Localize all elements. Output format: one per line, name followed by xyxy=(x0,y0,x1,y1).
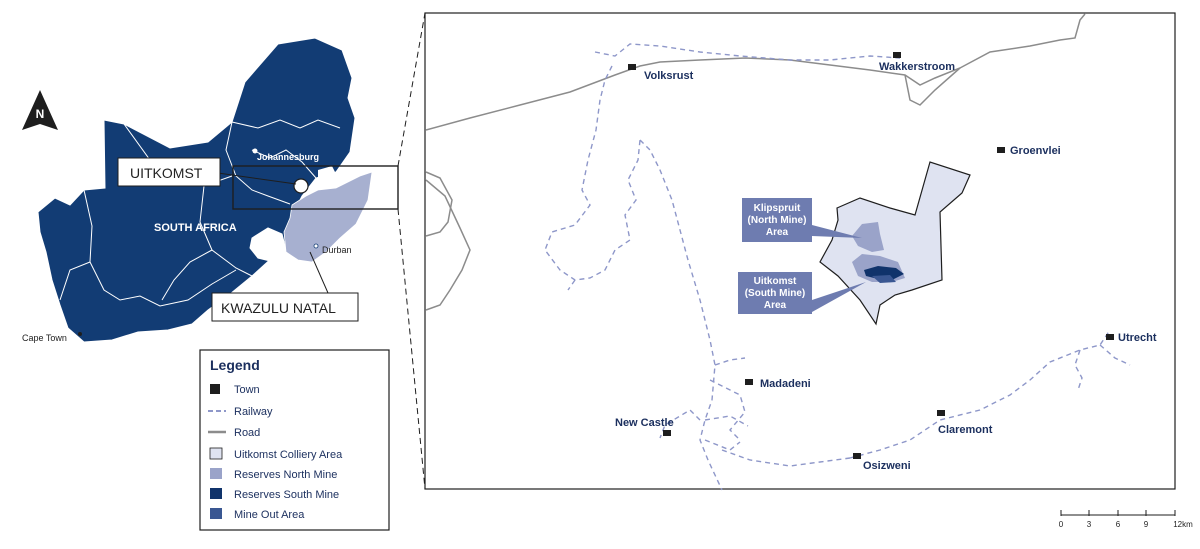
legend-title: Legend xyxy=(210,357,260,373)
johannesburg-label: Johannesburg xyxy=(257,152,319,162)
kwazulu-natal-shape xyxy=(283,171,373,263)
legend-colliery-symbol xyxy=(209,447,223,460)
claremont-marker xyxy=(937,410,945,416)
klipspruit-label-3: Area xyxy=(766,227,789,238)
uitkomst-label-3: Area xyxy=(764,300,787,311)
new-castle-marker xyxy=(663,430,671,436)
legend-box xyxy=(199,349,390,531)
uitkomst-label-2: (South Mine) xyxy=(745,288,806,299)
detail-map-frame xyxy=(424,12,1176,490)
legend-south-mine-label: Reserves South Mine xyxy=(234,489,339,501)
kzn-callout-box xyxy=(211,292,359,322)
scale-label-9: 9 xyxy=(1144,520,1149,529)
zoom-line-top xyxy=(397,12,426,167)
new-castle-label: New Castle xyxy=(615,417,674,429)
colliery-area xyxy=(819,161,971,326)
railways xyxy=(544,43,1131,491)
north-arrow-label: N xyxy=(36,107,45,121)
wakkerstroom-label: Wakkerstroom xyxy=(879,61,955,73)
uitkomst-locator-box xyxy=(232,165,399,210)
osizweni-marker xyxy=(853,453,861,459)
durban-label: Durban xyxy=(322,245,352,255)
uitkomst-label-pointer xyxy=(812,282,866,312)
mine-out-area xyxy=(872,275,896,283)
scale-label-12: 12km xyxy=(1173,520,1193,529)
klipspruit-label-box xyxy=(742,198,812,242)
klipspruit-label-2: (North Mine) xyxy=(748,215,807,226)
north-arrow-icon: N xyxy=(22,90,58,130)
kzn-leader-line xyxy=(309,251,329,294)
legend-town-label: Town xyxy=(234,384,260,396)
uitkomst-label-box xyxy=(738,272,812,314)
uitkomst-leader-line xyxy=(210,171,297,185)
groenvlei-marker xyxy=(997,147,1005,153)
cape-town-dot xyxy=(78,332,82,336)
legend-north-mine-symbol xyxy=(210,468,222,479)
province-boundaries xyxy=(59,119,341,307)
legend-colliery-label: Uitkomst Colliery Area xyxy=(234,449,343,461)
madadeni-marker xyxy=(745,379,753,385)
groenvlei-label: Groenvlei xyxy=(1010,145,1061,157)
madadeni-label: Madadeni xyxy=(760,378,811,390)
uitkomst-label-1: Uitkomst xyxy=(754,276,797,287)
legend-railway-label: Railway xyxy=(234,406,273,418)
volksrust-marker xyxy=(628,64,636,70)
claremont-label: Claremont xyxy=(938,424,993,436)
scale-label-0: 0 xyxy=(1059,520,1064,529)
legend: Legend Town Railway Road Uitkomst Collie… xyxy=(199,349,390,531)
towns: Volksrust Wakkerstroom Groenvlei Utrecht… xyxy=(615,52,1157,472)
uitkomst-callout-box xyxy=(117,157,221,187)
uitkomst-callout-label: UITKOMST xyxy=(130,165,203,181)
scale-label-3: 3 xyxy=(1087,520,1092,529)
osizweni-label: Osizweni xyxy=(863,460,911,472)
utrecht-label: Utrecht xyxy=(1118,332,1157,344)
legend-mine-out-symbol xyxy=(210,508,222,519)
north-mine-reserves xyxy=(852,222,884,252)
lesotho-shape xyxy=(249,227,287,263)
legend-town-symbol xyxy=(210,384,220,394)
kzn-callout-label: KWAZULU NATAL xyxy=(221,300,336,316)
volksrust-label: Volksrust xyxy=(644,70,694,82)
klipspruit-label-1: Klipspruit xyxy=(754,203,801,214)
uitkomst-locator-circle xyxy=(293,178,309,194)
legend-mine-out-label: Mine Out Area xyxy=(234,509,305,521)
eswatini-shape xyxy=(318,166,338,190)
scale-label-6: 6 xyxy=(1116,520,1121,529)
scale-bar: 0 3 6 9 12km xyxy=(1059,510,1193,529)
legend-road-label: Road xyxy=(234,427,260,439)
cape-town-label: Cape Town xyxy=(22,333,67,343)
legend-south-mine-symbol xyxy=(210,488,222,499)
wakkerstroom-marker xyxy=(893,52,901,58)
klipspruit-label-pointer xyxy=(812,225,862,238)
durban-dot xyxy=(313,243,319,249)
johannesburg-dot xyxy=(252,148,258,154)
country-label: SOUTH AFRICA xyxy=(154,222,237,234)
inset-map: SOUTH AFRICA Johannesburg Durban Cape To… xyxy=(22,37,399,343)
zoom-line-bottom xyxy=(397,208,426,490)
detail-map: Klipspruit (North Mine) Area Uitkomst (S… xyxy=(424,12,1176,491)
roads xyxy=(425,13,1086,311)
utrecht-marker xyxy=(1106,334,1114,340)
legend-north-mine-label: Reserves North Mine xyxy=(234,469,337,481)
